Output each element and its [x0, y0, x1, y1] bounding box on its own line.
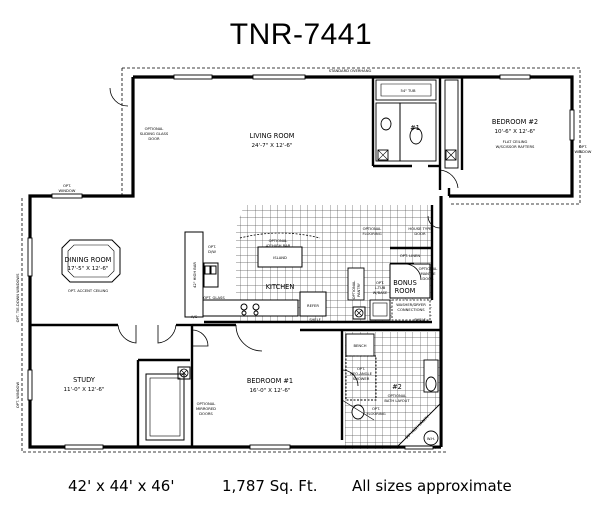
bench-label: BENCH [354, 344, 367, 348]
tie-down-windows-left: OPT. TIE-DOWN WINDOWS [16, 273, 20, 322]
laundry-note-1: OPT. [376, 281, 384, 285]
water-heater-label: W.H. [427, 437, 435, 441]
bonus-room-box [389, 263, 431, 299]
pantry-note-1: OPTIONAL [352, 280, 356, 300]
living-room-label: LIVING ROOM [250, 132, 295, 140]
dw-note-1: OPT. [208, 245, 216, 249]
bath1-door-swing [439, 169, 459, 189]
window-note-left: OPT. WINDOW [16, 382, 20, 409]
flat-ceiling-2: W/SCISSOR RAFTERS [496, 145, 535, 149]
flooring2-2: FLOORING [366, 412, 385, 416]
ac-unit [352, 306, 366, 320]
refer-label: REFER [307, 304, 319, 308]
bar-42-label: 42" HIGH BAR [193, 262, 197, 288]
house-type-door-2: DOOR [414, 232, 426, 236]
pantry-note-2: PANTRY [357, 282, 361, 297]
mirrored-doors-1: OPTIONAL [197, 402, 217, 406]
pantry [347, 267, 365, 301]
bath-layout-1: OPTIONAL [388, 394, 408, 398]
sliding-door-note-2: SLIDING GLASS [140, 132, 169, 136]
bath1-label: #1 [410, 124, 420, 132]
window-note-right-2: WINDOW [575, 150, 592, 154]
house-type-door-1: HOUSE TYPE [408, 227, 432, 231]
kitchen-counters [184, 231, 327, 318]
footer-dimensions: 42' x 44' x 46' [68, 477, 175, 495]
footer-disclaimer: All sizes approximate [352, 477, 512, 495]
sliding-door-note-1: OPTIONAL [145, 127, 165, 131]
dining-accent-ceiling [61, 239, 121, 283]
mantle-door-3: DOOR [422, 277, 434, 281]
plan-title: TNR-7441 [230, 18, 372, 51]
mantle-door-1: OPTIONAL [419, 267, 439, 271]
bath2-label: #2 [392, 383, 402, 391]
bedroom1-size: 16'-0" X 12'-6" [250, 388, 291, 394]
ac-label: A/C [191, 315, 198, 319]
living-room-size: 24'-7" X 12'-6" [252, 143, 293, 149]
accent-ceiling-note: OPT. ACCENT CEILING [68, 289, 108, 293]
opt-linen-label: OPT. LINEN [400, 254, 421, 258]
study-closet [145, 373, 185, 441]
laundry-note-2: L-TUB [375, 286, 386, 290]
window-note-right-1: OPT. [579, 145, 587, 149]
bonus-room-label-1: BONUS [393, 279, 417, 287]
window-note-top-1: OPT. [63, 184, 71, 188]
neo-shower-3: SHOWER [353, 377, 370, 381]
kitchen-island [257, 246, 303, 268]
washer-dryer-2: CONNECTIONS [397, 308, 425, 312]
laundry-tub [369, 299, 391, 321]
mirrored-doors-3: DOORS [199, 412, 213, 416]
study-size: 11'-0" X 12'-6" [64, 387, 105, 393]
dining-room-size: 17'-5" X 12'-6" [68, 266, 109, 272]
opt-glass-label: OPT. GLASS [203, 296, 225, 300]
bedroom2-label: BEDROOM #2 [492, 118, 538, 126]
tub-label: 54" TUB [400, 89, 416, 93]
bath1-fixtures [375, 79, 459, 169]
bath-layout-2: BATH LAYOUT [384, 399, 410, 403]
mirrored-doors-2: MIRRORED [196, 407, 216, 411]
bedroom2-size: 10'-6" X 12'-6" [495, 129, 536, 135]
optional-flooring-2: FLOORING [362, 232, 381, 236]
neo-shower-2: NEO-ANGLE [350, 372, 373, 376]
neo-shower-1: OPT. [357, 367, 365, 371]
bonus-room-label-2: ROOM [395, 287, 416, 295]
overhang-label: STANDARD OVERHANG [329, 69, 372, 73]
bath2-fixtures [345, 333, 441, 447]
door-swings [109, 87, 441, 387]
shelf2-label: SHELF [414, 318, 426, 322]
footer-area: 1,787 Sq. Ft. [222, 477, 318, 495]
bedroom1-label: BEDROOM #1 [247, 377, 293, 385]
overhang-outline [21, 67, 581, 453]
laundry-note-3: W/BASE [373, 291, 388, 295]
island-label: ISLAND [273, 256, 287, 260]
washer-dryer-1: WASHER/DRYER [396, 303, 426, 307]
dining-room-label: DINING ROOM [65, 256, 112, 264]
room-labels: LIVING ROOM 24'-7" X 12'-6" OPTIONAL SLI… [16, 89, 592, 441]
optional-flooring-1: OPTIONAL [363, 227, 383, 231]
study-label: STUDY [73, 376, 96, 384]
sliding-door-note-3: DOOR [148, 137, 160, 141]
kitchen-label: KITCHEN [266, 283, 295, 291]
flat-ceiling-1: FLAT CEILING [503, 140, 528, 144]
tile-floor-areas [236, 205, 440, 449]
window-note-top-2: WINDOW [59, 189, 76, 193]
flooring2-1: OPT. [372, 407, 380, 411]
high-bar-note-2: 42"HIGH BAR [266, 244, 291, 248]
mantle-door-2: MANTLE [420, 272, 436, 276]
interior-walls [30, 77, 464, 447]
high-bar-note-1: OPTIONAL [269, 239, 289, 243]
dw-note-2: D/W [208, 250, 216, 254]
shelf-label: SHELF [309, 318, 321, 322]
